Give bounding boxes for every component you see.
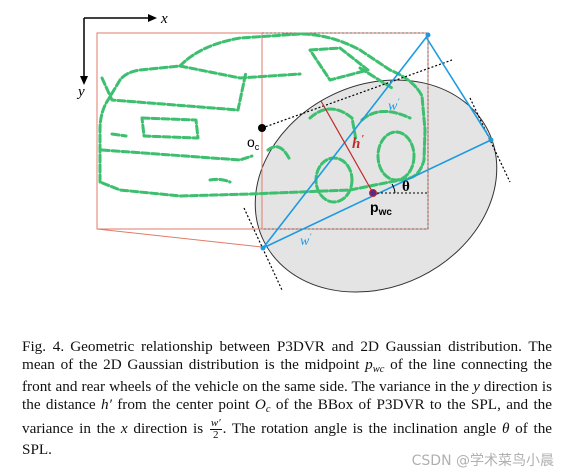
theta-arc xyxy=(391,183,396,194)
w-lines xyxy=(262,34,492,249)
h-line xyxy=(320,100,374,194)
midpoint-pwc xyxy=(369,189,377,197)
car-outline xyxy=(98,32,427,204)
bbox-red-diagonal xyxy=(96,228,263,248)
figure-diagram: x y h′ xyxy=(76,11,511,293)
h-label: h′ xyxy=(352,134,364,152)
math-pwc: pwc xyxy=(365,355,385,375)
cyan-point-right xyxy=(488,137,494,143)
axes: x y xyxy=(76,11,168,100)
center-label: oc xyxy=(247,134,260,152)
figure-caption: Fig. 4.Geometric relationship between P3… xyxy=(22,338,553,459)
watermark: CSDN @学术菜鸟小晨 xyxy=(411,453,554,469)
theta-label: θ xyxy=(402,179,410,195)
cyan-point-top xyxy=(425,32,431,38)
math-oc: Oc xyxy=(254,395,271,415)
caption-label: Fig. 4. xyxy=(22,338,65,355)
axis-y-label: y xyxy=(76,84,85,100)
w-label-upper: w′ xyxy=(388,97,400,114)
axis-x-label: x xyxy=(160,11,168,27)
math-fraction: w′2 xyxy=(209,417,222,442)
w-label-lower: w′ xyxy=(300,232,312,249)
cyan-point-left xyxy=(260,245,266,251)
pwc-label: pwc xyxy=(370,199,392,218)
center-point xyxy=(258,124,266,132)
